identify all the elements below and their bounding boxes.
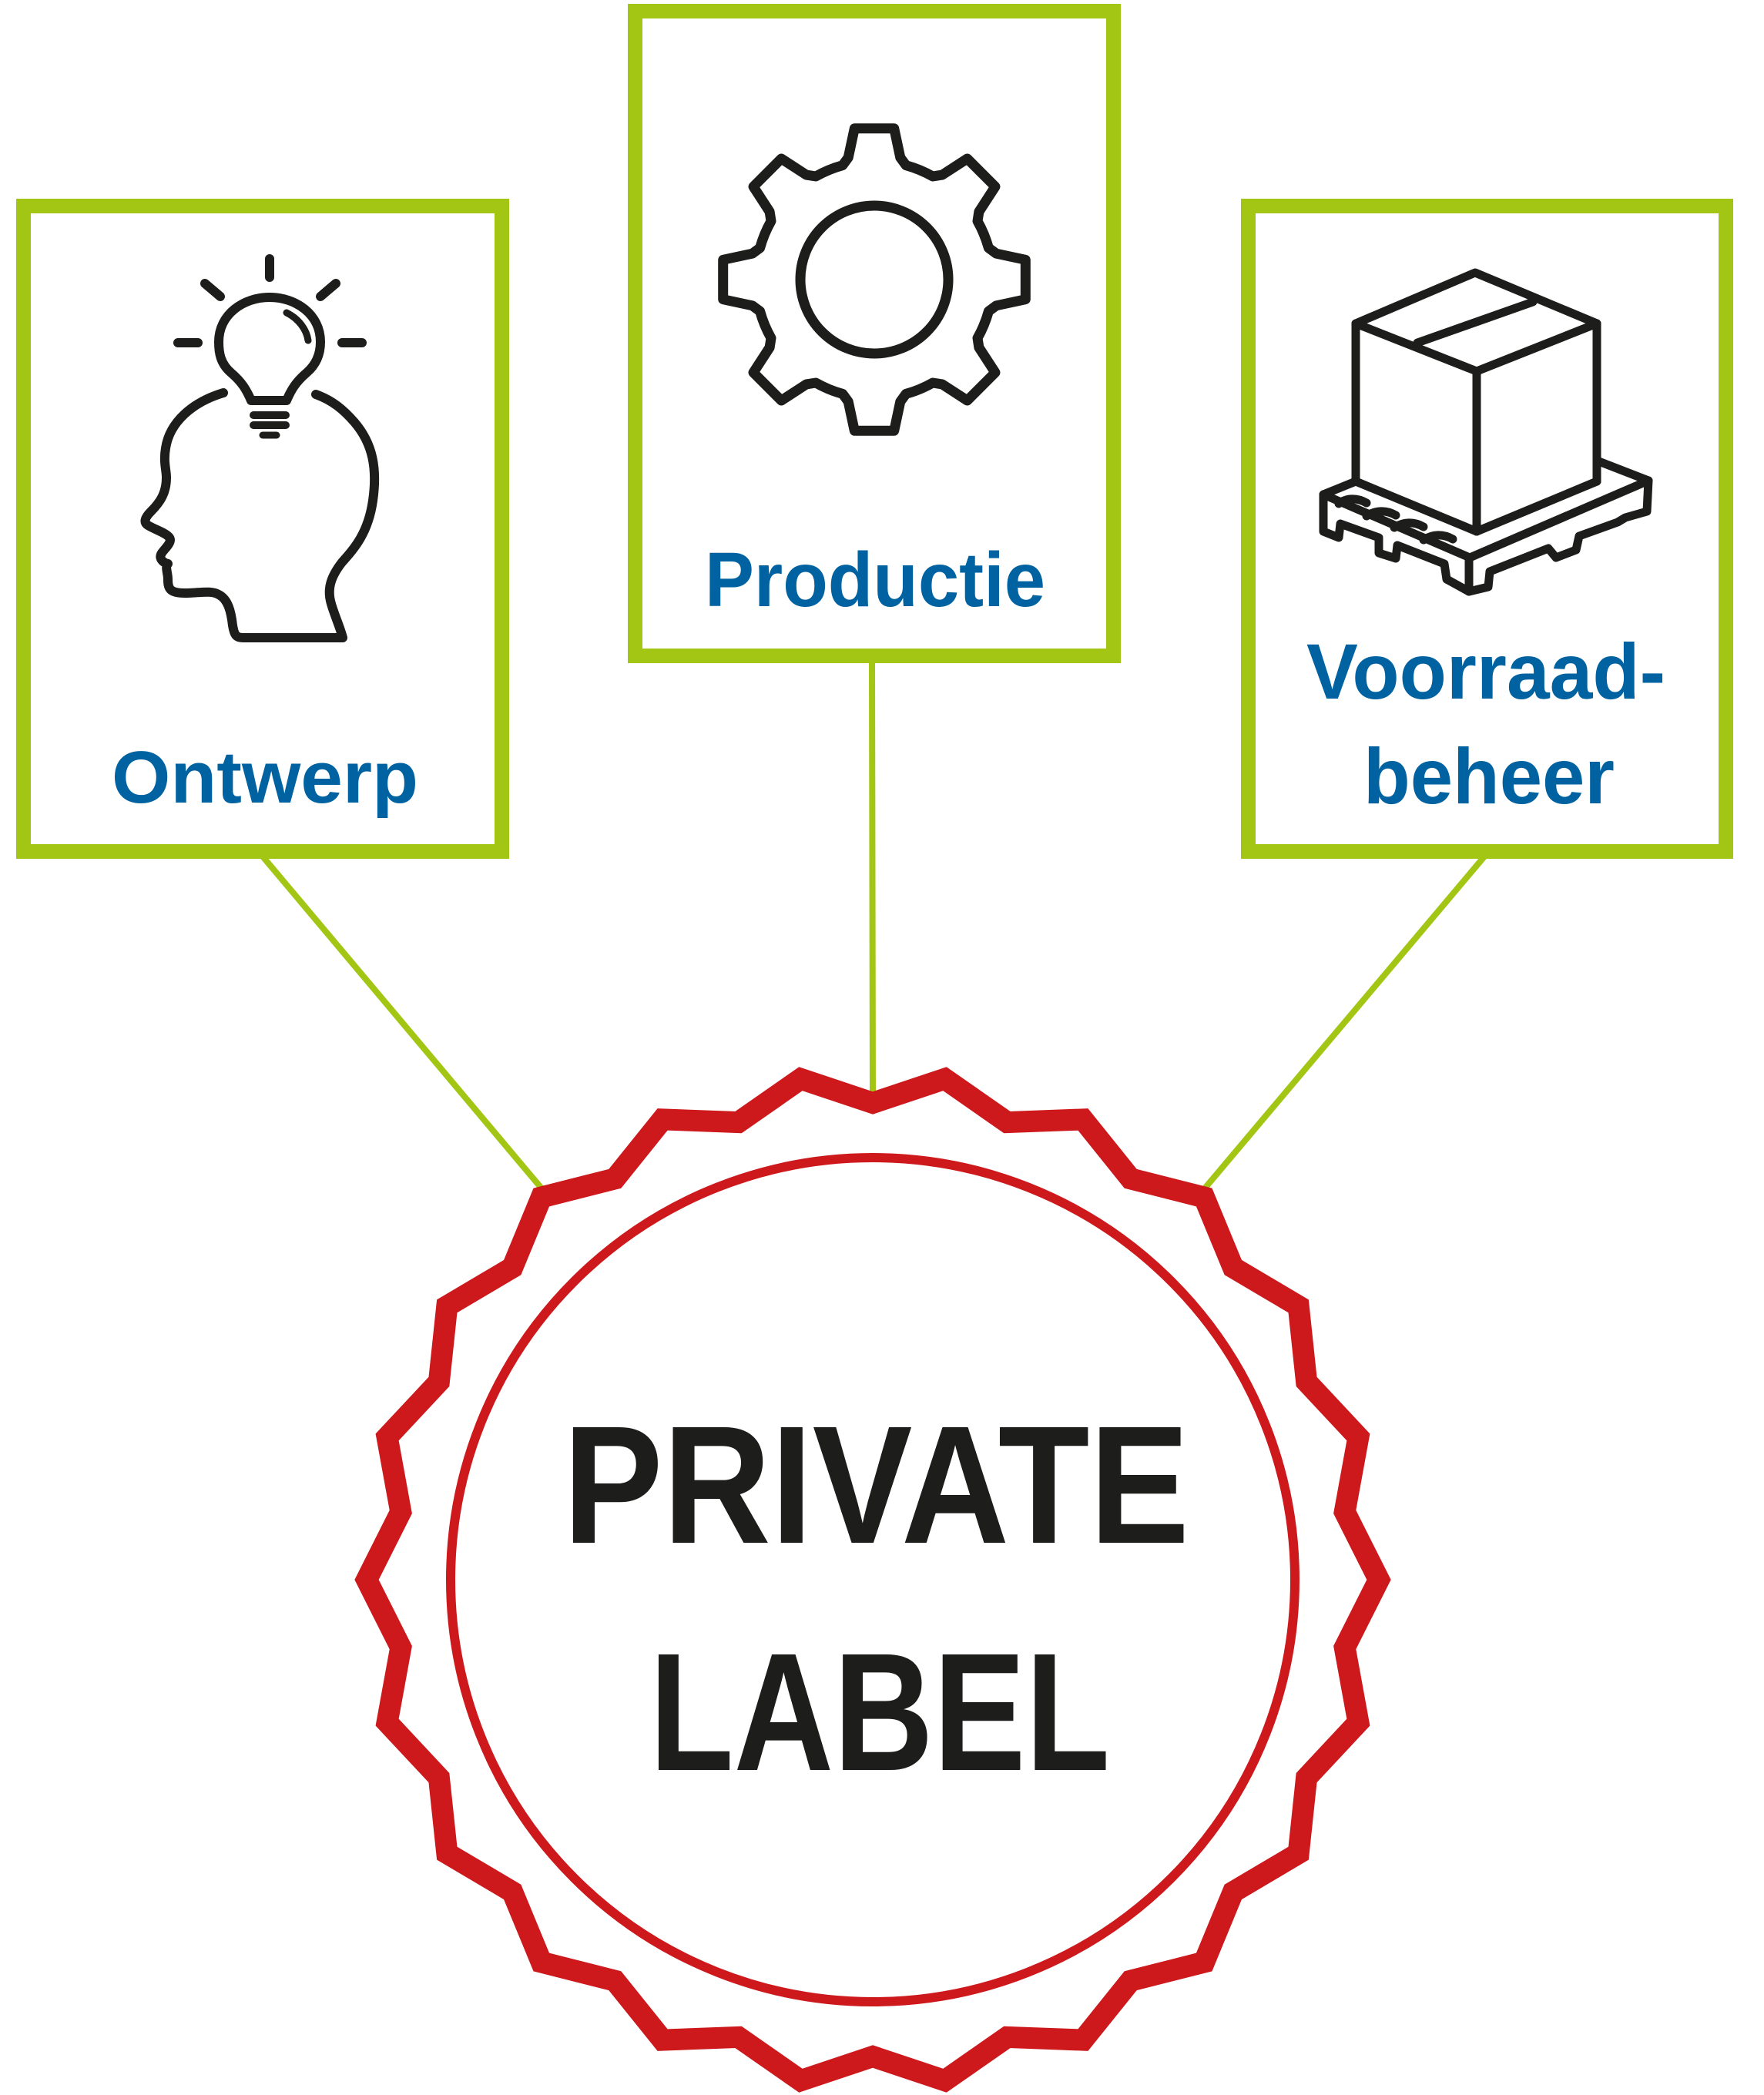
box-voorraadbeheer: Voorraad- beheer [1241, 199, 1733, 859]
connector-productie [869, 660, 876, 1098]
box-productie: Productie [628, 4, 1121, 663]
label-productie: Productie [705, 537, 1045, 623]
label-ontwerp: Ontwerp [112, 736, 418, 819]
seal-text-line1: PRIVATE [563, 1392, 1189, 1579]
seal-serrated-outline [354, 1067, 1391, 2093]
head-with-lightbulb-icon [140, 254, 380, 642]
box-on-pallet-icon [1319, 268, 1653, 596]
label-voorraadbeheer-line2: beheer [1363, 732, 1615, 820]
box-ontwerp-frame [16, 199, 509, 859]
seal-inner-circle [446, 1153, 1300, 2006]
box-productie-frame [628, 4, 1121, 663]
connector-voorraadbeheer [1201, 854, 1487, 1192]
private-label-seal: PRIVATE LABEL [354, 1067, 1391, 2093]
connector-ontwerp [260, 854, 545, 1192]
box-ontwerp: Ontwerp [16, 199, 509, 859]
label-voorraadbeheer-line1: Voorraad- [1306, 628, 1665, 716]
gear-icon [718, 123, 1031, 436]
seal-text-line2: LABEL [649, 1619, 1110, 1806]
